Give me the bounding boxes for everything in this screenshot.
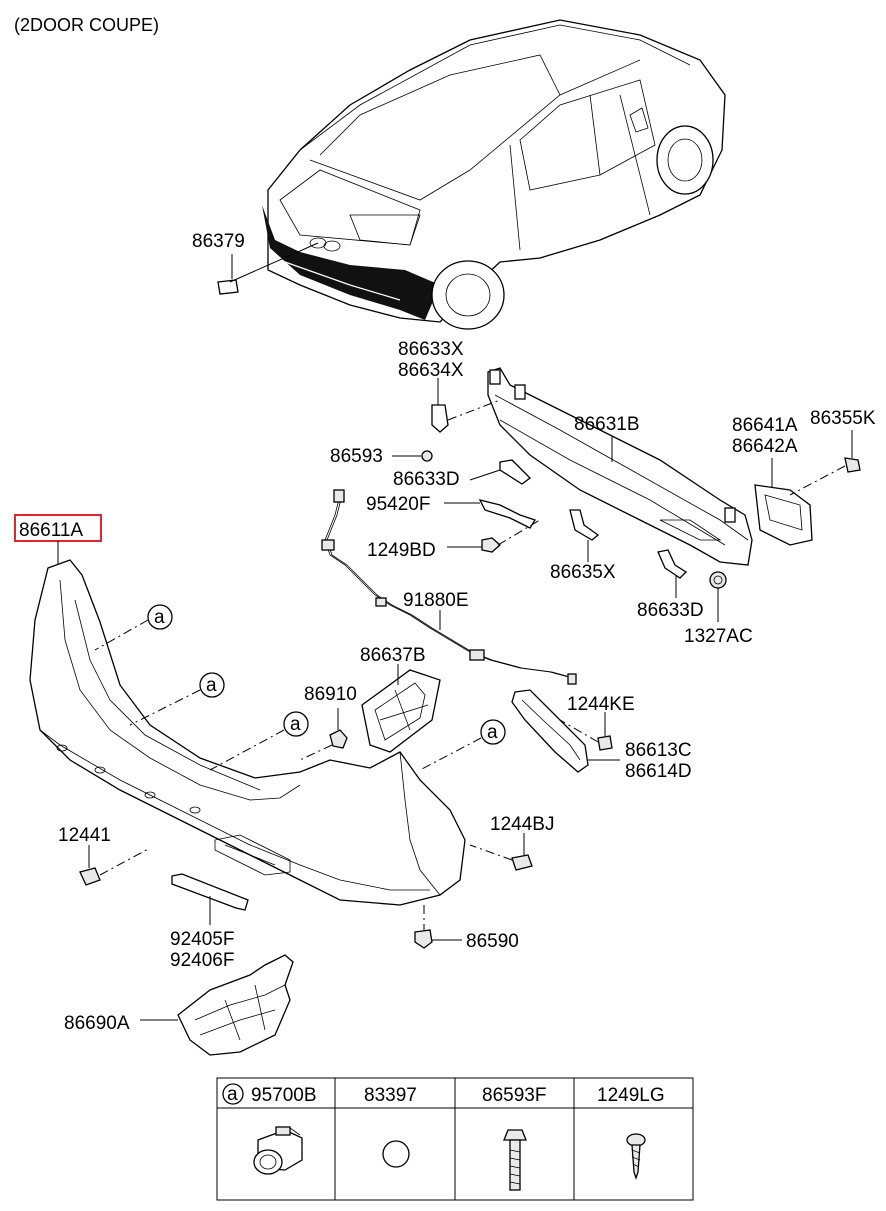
label-86910: 86910	[304, 684, 357, 705]
label-86633D-top: 86633D	[393, 469, 460, 490]
wiring-harness-91880E	[321, 489, 577, 685]
label-1244KE: 1244KE	[567, 694, 635, 715]
label-86635X: 86635X	[550, 562, 616, 583]
callout-a-1: a	[94, 604, 173, 651]
label-86633X: 86633X	[398, 339, 464, 360]
label-86631B: 86631B	[574, 414, 640, 435]
legend-col-4: 1249LG	[597, 1085, 665, 1106]
label-1244BJ: 1244BJ	[490, 814, 554, 835]
label-86642A: 86642A	[732, 436, 798, 457]
label-92405F: 92405F	[170, 929, 234, 950]
screw-icon	[626, 1133, 646, 1181]
car-illustration	[217, 19, 726, 330]
legend-col-1: 95700B	[251, 1085, 317, 1106]
label-86641A: 86641A	[732, 415, 798, 436]
label-91880E: 91880E	[403, 590, 469, 611]
label-86379: 86379	[192, 231, 245, 252]
label-1327AC: 1327AC	[684, 626, 753, 647]
parking-sensor-icon	[253, 1126, 303, 1175]
label-86690A: 86690A	[64, 1013, 130, 1034]
svg-text:a: a	[206, 675, 217, 696]
label-86611A: 86611A	[19, 520, 83, 541]
label-12441: 12441	[58, 825, 111, 846]
label-86590: 86590	[466, 931, 519, 952]
under-cover-86690A	[177, 954, 294, 1056]
callout-a-4: a	[419, 719, 506, 771]
bolt-icon	[503, 1129, 527, 1191]
label-86633D-bottom: 86633D	[637, 600, 704, 621]
legend-col-2: 83397	[364, 1085, 417, 1106]
svg-text:a: a	[290, 714, 301, 735]
label-95420F: 95420F	[366, 494, 430, 515]
plug-icon	[382, 1140, 410, 1168]
label-86355K: 86355K	[810, 408, 876, 429]
label-86613C: 86613C	[625, 740, 692, 761]
label-86637B: 86637B	[360, 645, 426, 666]
label-86614D: 86614D	[625, 761, 692, 782]
bumper-beam-86631B	[487, 367, 753, 566]
label-1249BD: 1249BD	[367, 540, 436, 561]
diagram-title: (2DOOR COUPE)	[14, 15, 159, 35]
legend-col-3: 86593F	[482, 1085, 546, 1106]
callout-a-2: a	[129, 672, 225, 726]
label-92406F: 92406F	[170, 950, 234, 971]
label-86634X: 86634X	[398, 360, 464, 381]
svg-text:a: a	[154, 607, 165, 628]
callout-a-3: a	[209, 711, 309, 771]
svg-text:a: a	[487, 722, 498, 743]
bumper-cover-86611A	[29, 559, 466, 906]
label-86593: 86593	[330, 446, 383, 467]
legend-table: a 95700B 83397 86593F 1249LG	[216, 1077, 694, 1201]
legend-marker: a	[227, 1084, 238, 1105]
